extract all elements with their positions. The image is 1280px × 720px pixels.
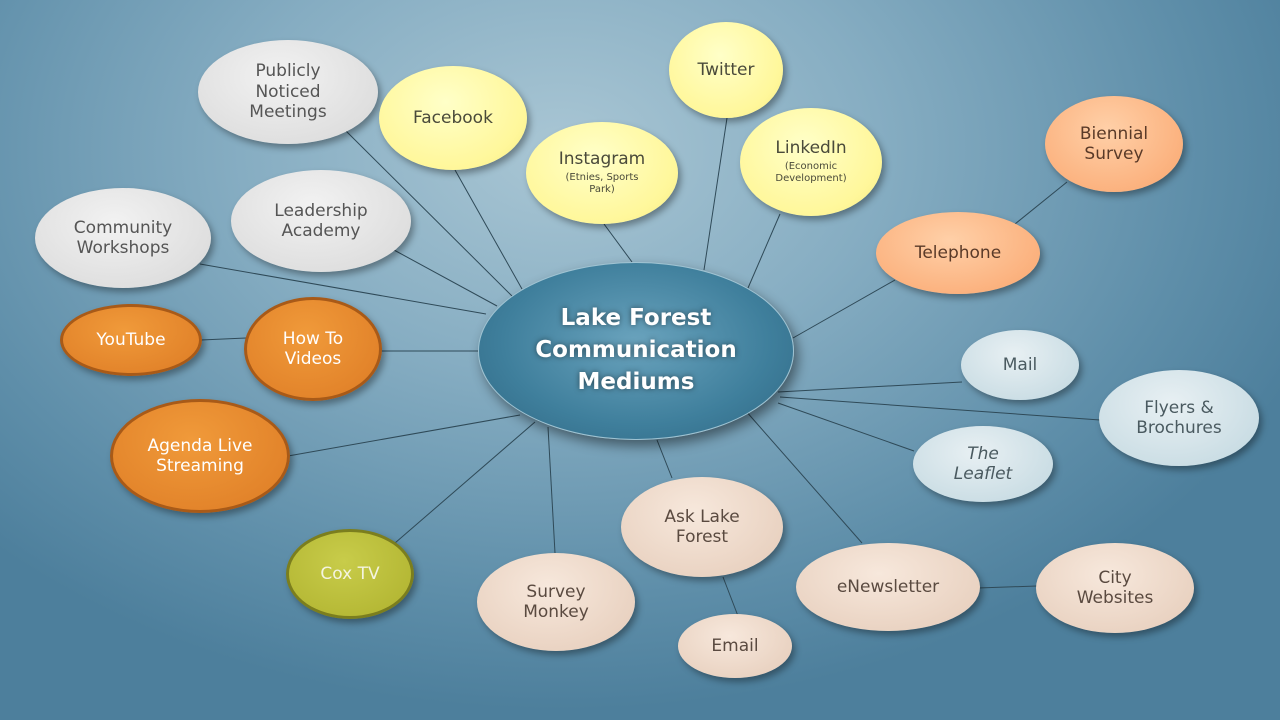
- connector-survey-monkey: [547, 426, 556, 554]
- node-linkedin: LinkedIn (Economic Development): [740, 108, 882, 216]
- connector-youtube-how-to: [200, 337, 247, 341]
- node-ask-lake-forest: Ask Lake Forest: [621, 477, 783, 577]
- node-label: Agenda Live Streaming: [147, 435, 253, 476]
- node-label: Cox TV: [320, 563, 380, 584]
- node-mail: Mail: [961, 330, 1079, 400]
- node-flyers-brochures: Flyers & Brochures: [1099, 370, 1259, 466]
- node-community-workshops: Community Workshops: [35, 188, 211, 288]
- connector-publicly-noticed-meetings: [344, 129, 513, 297]
- node-label: Leadership Academy: [274, 200, 368, 241]
- node-facebook: Facebook: [379, 66, 527, 170]
- node-enewsletter: eNewsletter: [796, 543, 980, 631]
- center-node: Lake Forest Communication Mediums: [478, 262, 794, 440]
- node-label: Email: [711, 635, 759, 656]
- connector-the-leaflet: [777, 402, 915, 452]
- node-youtube: YouTube: [60, 304, 202, 376]
- center-label: Lake Forest Communication Mediums: [535, 305, 737, 395]
- node-sublabel: (Economic Development): [775, 160, 847, 185]
- node-label: The Leaflet: [953, 443, 1013, 484]
- node-agenda-live-streaming: Agenda Live Streaming: [110, 399, 290, 513]
- node-survey-monkey: Survey Monkey: [477, 553, 635, 651]
- connector-twitter: [703, 117, 728, 271]
- connector-leadership-academy: [393, 249, 498, 307]
- connector-mail: [777, 381, 963, 393]
- node-how-to-videos: How To Videos: [244, 297, 382, 401]
- node-instagram: Instagram (Etnies, Sports Park): [526, 122, 678, 224]
- node-label: YouTube: [96, 329, 166, 350]
- node-label: Facebook: [413, 107, 493, 128]
- node-label: Ask Lake Forest: [664, 506, 740, 547]
- node-label: Flyers & Brochures: [1136, 397, 1222, 438]
- connector-enewsletter-city: [977, 585, 1038, 589]
- connector-cox-tv: [394, 421, 536, 544]
- node-label: LinkedIn: [775, 138, 847, 159]
- connector-flyers-brochures: [779, 396, 1101, 421]
- node-leadership-academy: Leadership Academy: [231, 170, 411, 272]
- connector-instagram: [603, 223, 633, 263]
- node-label: Publicly Noticed Meetings: [249, 61, 327, 123]
- node-label: Instagram: [558, 149, 646, 170]
- node-city-websites: City Websites: [1036, 543, 1194, 633]
- connector-telephone: [792, 279, 896, 339]
- node-label: eNewsletter: [836, 576, 940, 597]
- connector-telephone-biennial: [1014, 181, 1068, 225]
- node-label: Mail: [1002, 354, 1038, 375]
- node-sublabel: (Etnies, Sports Park): [565, 171, 639, 196]
- connector-agenda-live-streaming: [287, 414, 521, 457]
- node-publicly-noticed-meetings: Publicly Noticed Meetings: [198, 40, 378, 144]
- node-biennial-survey: Biennial Survey: [1045, 96, 1183, 192]
- connector-ask-email: [722, 576, 739, 617]
- connector-facebook: [454, 169, 523, 290]
- node-label: Telephone: [914, 242, 1002, 263]
- node-the-leaflet: The Leaflet: [913, 426, 1053, 502]
- connector-community-workshops: [199, 263, 487, 315]
- node-telephone: Telephone: [876, 212, 1040, 294]
- node-label: Survey Monkey: [523, 581, 589, 622]
- node-label: Biennial Survey: [1079, 123, 1149, 164]
- node-cox-tv: Cox TV: [286, 529, 414, 619]
- connector-enewsletter: [744, 409, 863, 544]
- node-label: How To Videos: [282, 328, 344, 369]
- node-email: Email: [678, 614, 792, 678]
- connector-ask-lake-forest: [656, 439, 673, 479]
- node-twitter: Twitter: [669, 22, 783, 118]
- node-label: Twitter: [697, 59, 755, 80]
- node-label: Community Workshops: [73, 217, 173, 258]
- node-label: City Websites: [1076, 567, 1154, 608]
- connector-linkedin: [747, 213, 781, 289]
